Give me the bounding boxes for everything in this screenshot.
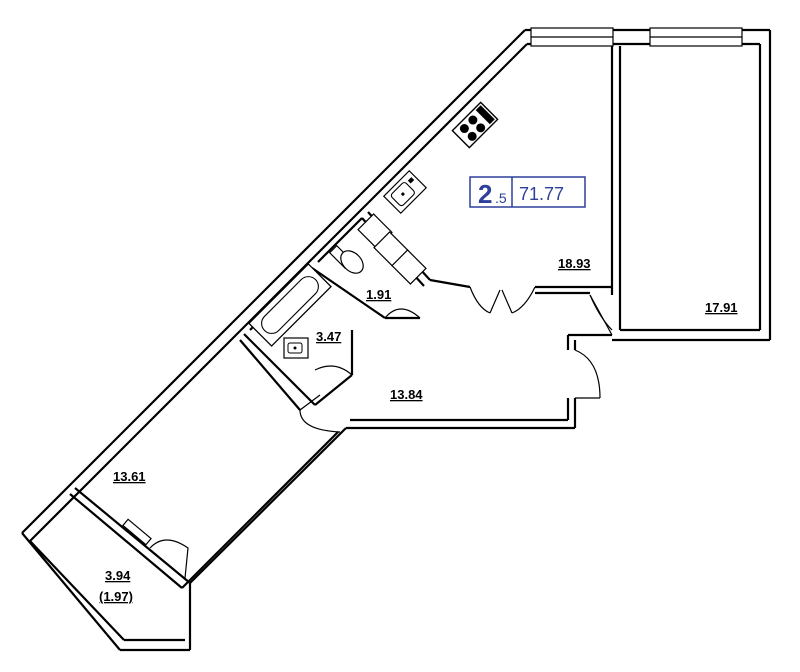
total-area: 71.77: [519, 184, 564, 204]
window-icon: [530, 27, 743, 47]
area-room: 13.61: [113, 469, 146, 484]
rooms-suffix: .5: [495, 190, 507, 206]
interior-walls: [69, 46, 622, 589]
area-bathroom: 3.47: [316, 329, 341, 344]
area-wc: 1.91: [366, 287, 391, 302]
stove-icon: [451, 101, 499, 149]
door-icon: [122, 286, 613, 579]
rooms-count: 2: [478, 179, 492, 209]
area-kitchen: 18.93: [558, 256, 591, 271]
outer-walls: [21, 28, 772, 652]
bathtub-icon: [248, 263, 332, 347]
washbasin-icon: [283, 337, 309, 359]
area-loggia: 3.94: [105, 568, 131, 583]
apartment-badge: 2 .5 71.77: [469, 176, 586, 209]
toilet-icon: [328, 244, 364, 274]
sink-icon: [382, 169, 428, 215]
area-hall: 13.84: [390, 387, 423, 402]
counter: [357, 213, 427, 285]
area-bedroom: 17.91: [705, 300, 738, 315]
area-loggia-reduced: (1.97): [99, 589, 133, 604]
